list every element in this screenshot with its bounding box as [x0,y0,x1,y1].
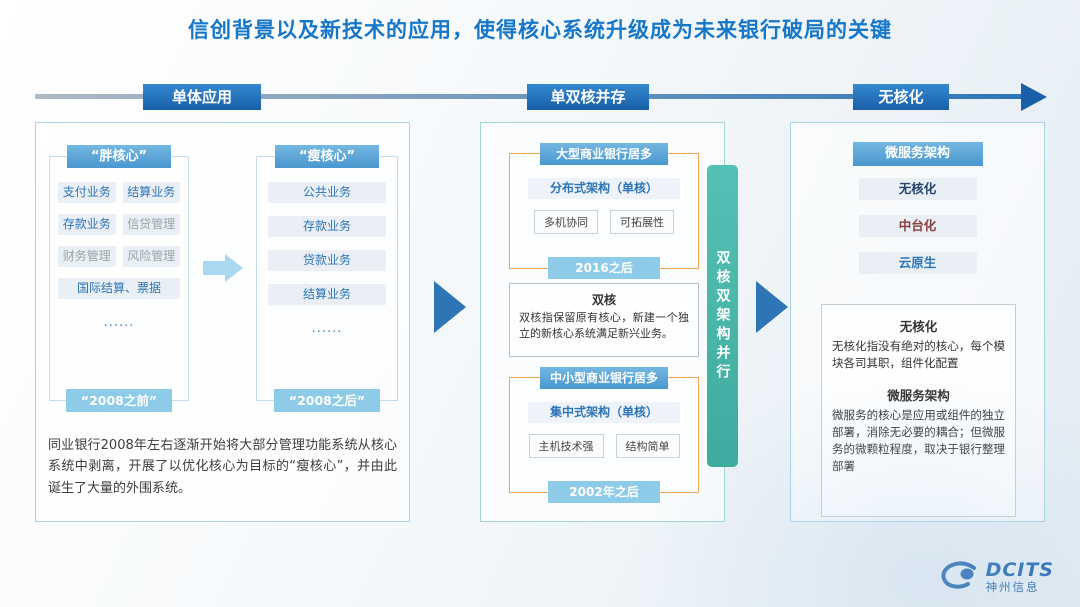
dcits-swoosh-icon [941,561,976,589]
thin-core-period: “2008之后” [274,389,380,412]
dual-architecture-banner: 双核双架构并行 [707,165,738,467]
company-logo: DCITS 神州信息 [939,560,1054,594]
large-banks-architecture: 分布式架构（单核） [528,178,680,199]
coreless-item: 中台化 [858,215,977,237]
core-item: 结算业务 [268,284,386,305]
large-banks-tags: 多机协同 可拓展性 [510,210,698,234]
core-item: 结算业务 [122,182,180,203]
tag: 多机协同 [534,210,598,234]
fat-core-title: “胖核心” [67,145,171,168]
dual-core-box: 双核 双核指保留原有核心，新建一个独立的新核心系统满足新兴业务。 [509,283,699,357]
monolith-description: 同业银行2008年左右逐渐开始将大部分管理功能系统从核心系统中剥离，开展了以优化… [48,438,397,496]
fat-to-thin-arrow-icon [200,248,246,288]
timeline-arrowhead-icon [1021,83,1047,111]
fat-core-period: “2008之前” [66,389,172,412]
core-item: 公共业务 [268,182,386,203]
tag: 主机技术强 [528,434,604,458]
timeline-stage-monolith: 单体应用 [143,84,261,110]
core-item: 存款业务 [58,214,116,235]
panel-dual-core: 大型商业银行居多 分布式架构（单核） 多机协同 可拓展性 2016之后 双核 双… [480,122,738,522]
coreless-items: 无核化 中台化 云原生 [791,178,1044,274]
core-item: 支付业务 [58,182,116,203]
coreless-textbox: 无核化 无核化指没有绝对的核心，每个模块各司其职，组件化配置 微服务架构 微服务… [821,304,1016,517]
thin-core-title: “瘦核心” [275,145,379,168]
dual-core-description: 双核指保留原有核心，新建一个独立的新核心系统满足新兴业务。 [519,311,689,340]
timeline-stage-coreless: 无核化 [853,84,949,110]
panel1-to-panel2-arrow-icon [434,281,466,333]
large-banks-title: 大型商业银行居多 [540,143,668,165]
tag: 可拓展性 [610,210,674,234]
thin-core-items: 公共业务 存款业务 贷款业务 结算业务 [257,157,397,305]
small-banks-architecture: 集中式架构（单核） [528,402,680,423]
section-heading: 无核化 [899,319,938,334]
core-item: 信贷管理 [122,214,180,235]
panel-coreless: 微服务架构 无核化 中台化 云原生 无核化 无核化指没有绝对的核心，每个模块各司… [790,122,1045,522]
coreless-item: 无核化 [858,178,977,200]
panel-monolith: “胖核心” 支付业务 结算业务 存款业务 信贷管理 财务管理 风险管理 国际结算… [35,122,410,522]
small-banks-tags: 主机技术强 结构简单 [510,434,698,458]
core-item: 国际结算、票据 [58,278,180,299]
ellipsis: ...... [103,315,135,330]
fat-core-items: 支付业务 结算业务 存款业务 信贷管理 财务管理 风险管理 国际结算、票据 [50,157,188,299]
panel2-to-panel3-arrow-icon [756,281,788,333]
small-banks-period: 2002年之后 [548,481,660,503]
dual-core-title: 双核 [591,293,616,307]
coreless-item: 云原生 [858,252,977,274]
section-body: 微服务的核心是应用或组件的独立部署，消除无必要的耦合；但微服务的微颗粒程度，取决… [832,407,1005,474]
logo-brand: DCITS [985,559,1054,582]
large-banks-period: 2016之后 [548,257,660,279]
section-heading: 微服务架构 [887,387,950,403]
core-item: 财务管理 [58,246,116,267]
thin-core-box: “瘦核心” 公共业务 存款业务 贷款业务 结算业务 ...... “2008之后… [256,145,398,412]
core-item: 风险管理 [122,246,180,267]
core-item: 存款业务 [268,216,386,237]
small-banks-title: 中小型商业银行居多 [540,367,668,389]
timeline-stage-dual-core: 单双核并存 [527,84,649,110]
fat-core-box: “胖核心” 支付业务 结算业务 存款业务 信贷管理 财务管理 风险管理 国际结算… [49,145,189,412]
microservice-title: 微服务架构 [852,142,983,166]
section-body: 无核化指没有绝对的核心，每个模块各司其职，组件化配置 [832,339,1005,371]
page-title: 信创背景以及新技术的应用，使得核心系统升级成为未来银行破局的关键 [188,18,892,42]
large-banks-box: 大型商业银行居多 分布式架构（单核） 多机协同 可拓展性 2016之后 [509,143,699,279]
ellipsis: ...... [311,321,343,336]
tag: 结构简单 [615,434,680,458]
core-item: 贷款业务 [268,250,386,271]
small-banks-box: 中小型商业银行居多 集中式架构（单核） 主机技术强 结构简单 2002年之后 [509,367,699,503]
logo-company-name: 神州信息 [985,580,1040,595]
